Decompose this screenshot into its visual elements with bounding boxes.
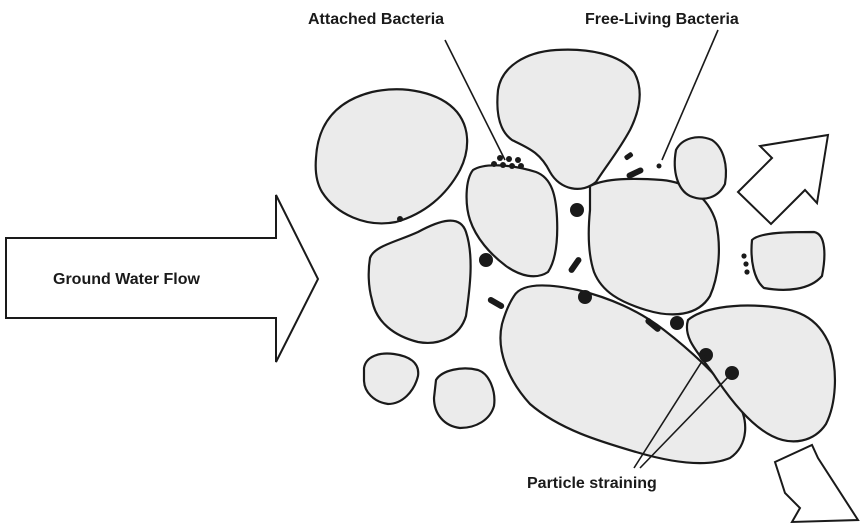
free-living-bacterium-rod: [624, 151, 634, 160]
sediment-grain: [675, 137, 726, 198]
outflow-arrow-upper: [738, 135, 828, 224]
free-living-bacterium-rod: [626, 166, 645, 179]
outflow-arrow-lower: [775, 445, 858, 522]
sediment-grain: [752, 232, 825, 290]
attached-bacterium: [743, 261, 748, 266]
free-living-bacteria-label: Free-Living Bacteria: [585, 11, 739, 28]
ground-water-flow-label: Ground Water Flow: [53, 271, 201, 288]
particle: [670, 316, 684, 330]
particle: [578, 290, 592, 304]
free-living-bacterium-rod: [487, 296, 506, 310]
sediment-grain: [434, 368, 494, 428]
particle: [570, 203, 584, 217]
attached-bacterium: [741, 253, 746, 258]
sediment-grain: [369, 221, 471, 343]
sediment-grain: [364, 354, 418, 404]
attached-bacterium: [397, 216, 403, 222]
particle: [479, 253, 493, 267]
sediment-grain: [316, 89, 467, 223]
attached-bacteria-label: Attached Bacteria: [308, 11, 444, 28]
free-living-bacterium: [657, 164, 662, 169]
particle-straining-label: Particle straining: [527, 475, 657, 492]
free-living-bacterium-rod: [567, 256, 582, 274]
attached-bacterium: [744, 269, 749, 274]
